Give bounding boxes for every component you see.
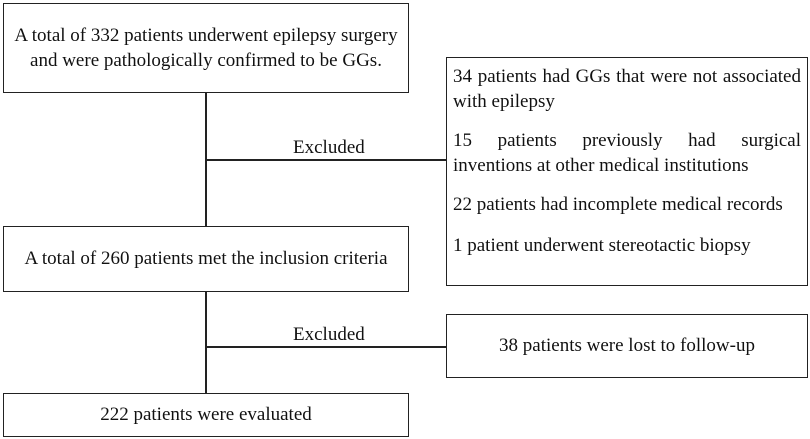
inclusion-criteria-text: A total of 260 patients met the inclusio… bbox=[24, 248, 388, 269]
exclusion-item: 34 patients had GGs that were not associ… bbox=[453, 66, 801, 112]
exclusion-item: 22 patients had incomplete medical recor… bbox=[453, 194, 783, 215]
exclusion-box-2: 38 patients were lost to follow-up bbox=[446, 314, 808, 378]
exclusion-item: 38 patients were lost to follow-up bbox=[499, 335, 755, 356]
total-patients-text: A total of 332 patients underwent epilep… bbox=[14, 25, 398, 71]
evaluated-patients-text: 222 patients were evaluated bbox=[100, 404, 312, 425]
exclusion-box-1: 34 patients had GGs that were not associ… bbox=[446, 57, 808, 286]
total-patients-box: A total of 332 patients underwent epilep… bbox=[3, 3, 409, 93]
excluded-label-2: Excluded bbox=[293, 324, 365, 345]
connector-exclusion-2 bbox=[205, 346, 446, 348]
evaluated-patients-box: 222 patients were evaluated bbox=[3, 393, 409, 437]
exclusion-item: 1 patient underwent stereotactic biopsy bbox=[453, 235, 751, 256]
connector-exclusion-1 bbox=[205, 159, 446, 161]
exclusion-item: 15 patients previously had surgical inve… bbox=[453, 130, 801, 176]
excluded-label-1: Excluded bbox=[293, 137, 365, 158]
connector-middle-to-bottom bbox=[205, 292, 207, 393]
inclusion-criteria-box: A total of 260 patients met the inclusio… bbox=[3, 226, 409, 292]
